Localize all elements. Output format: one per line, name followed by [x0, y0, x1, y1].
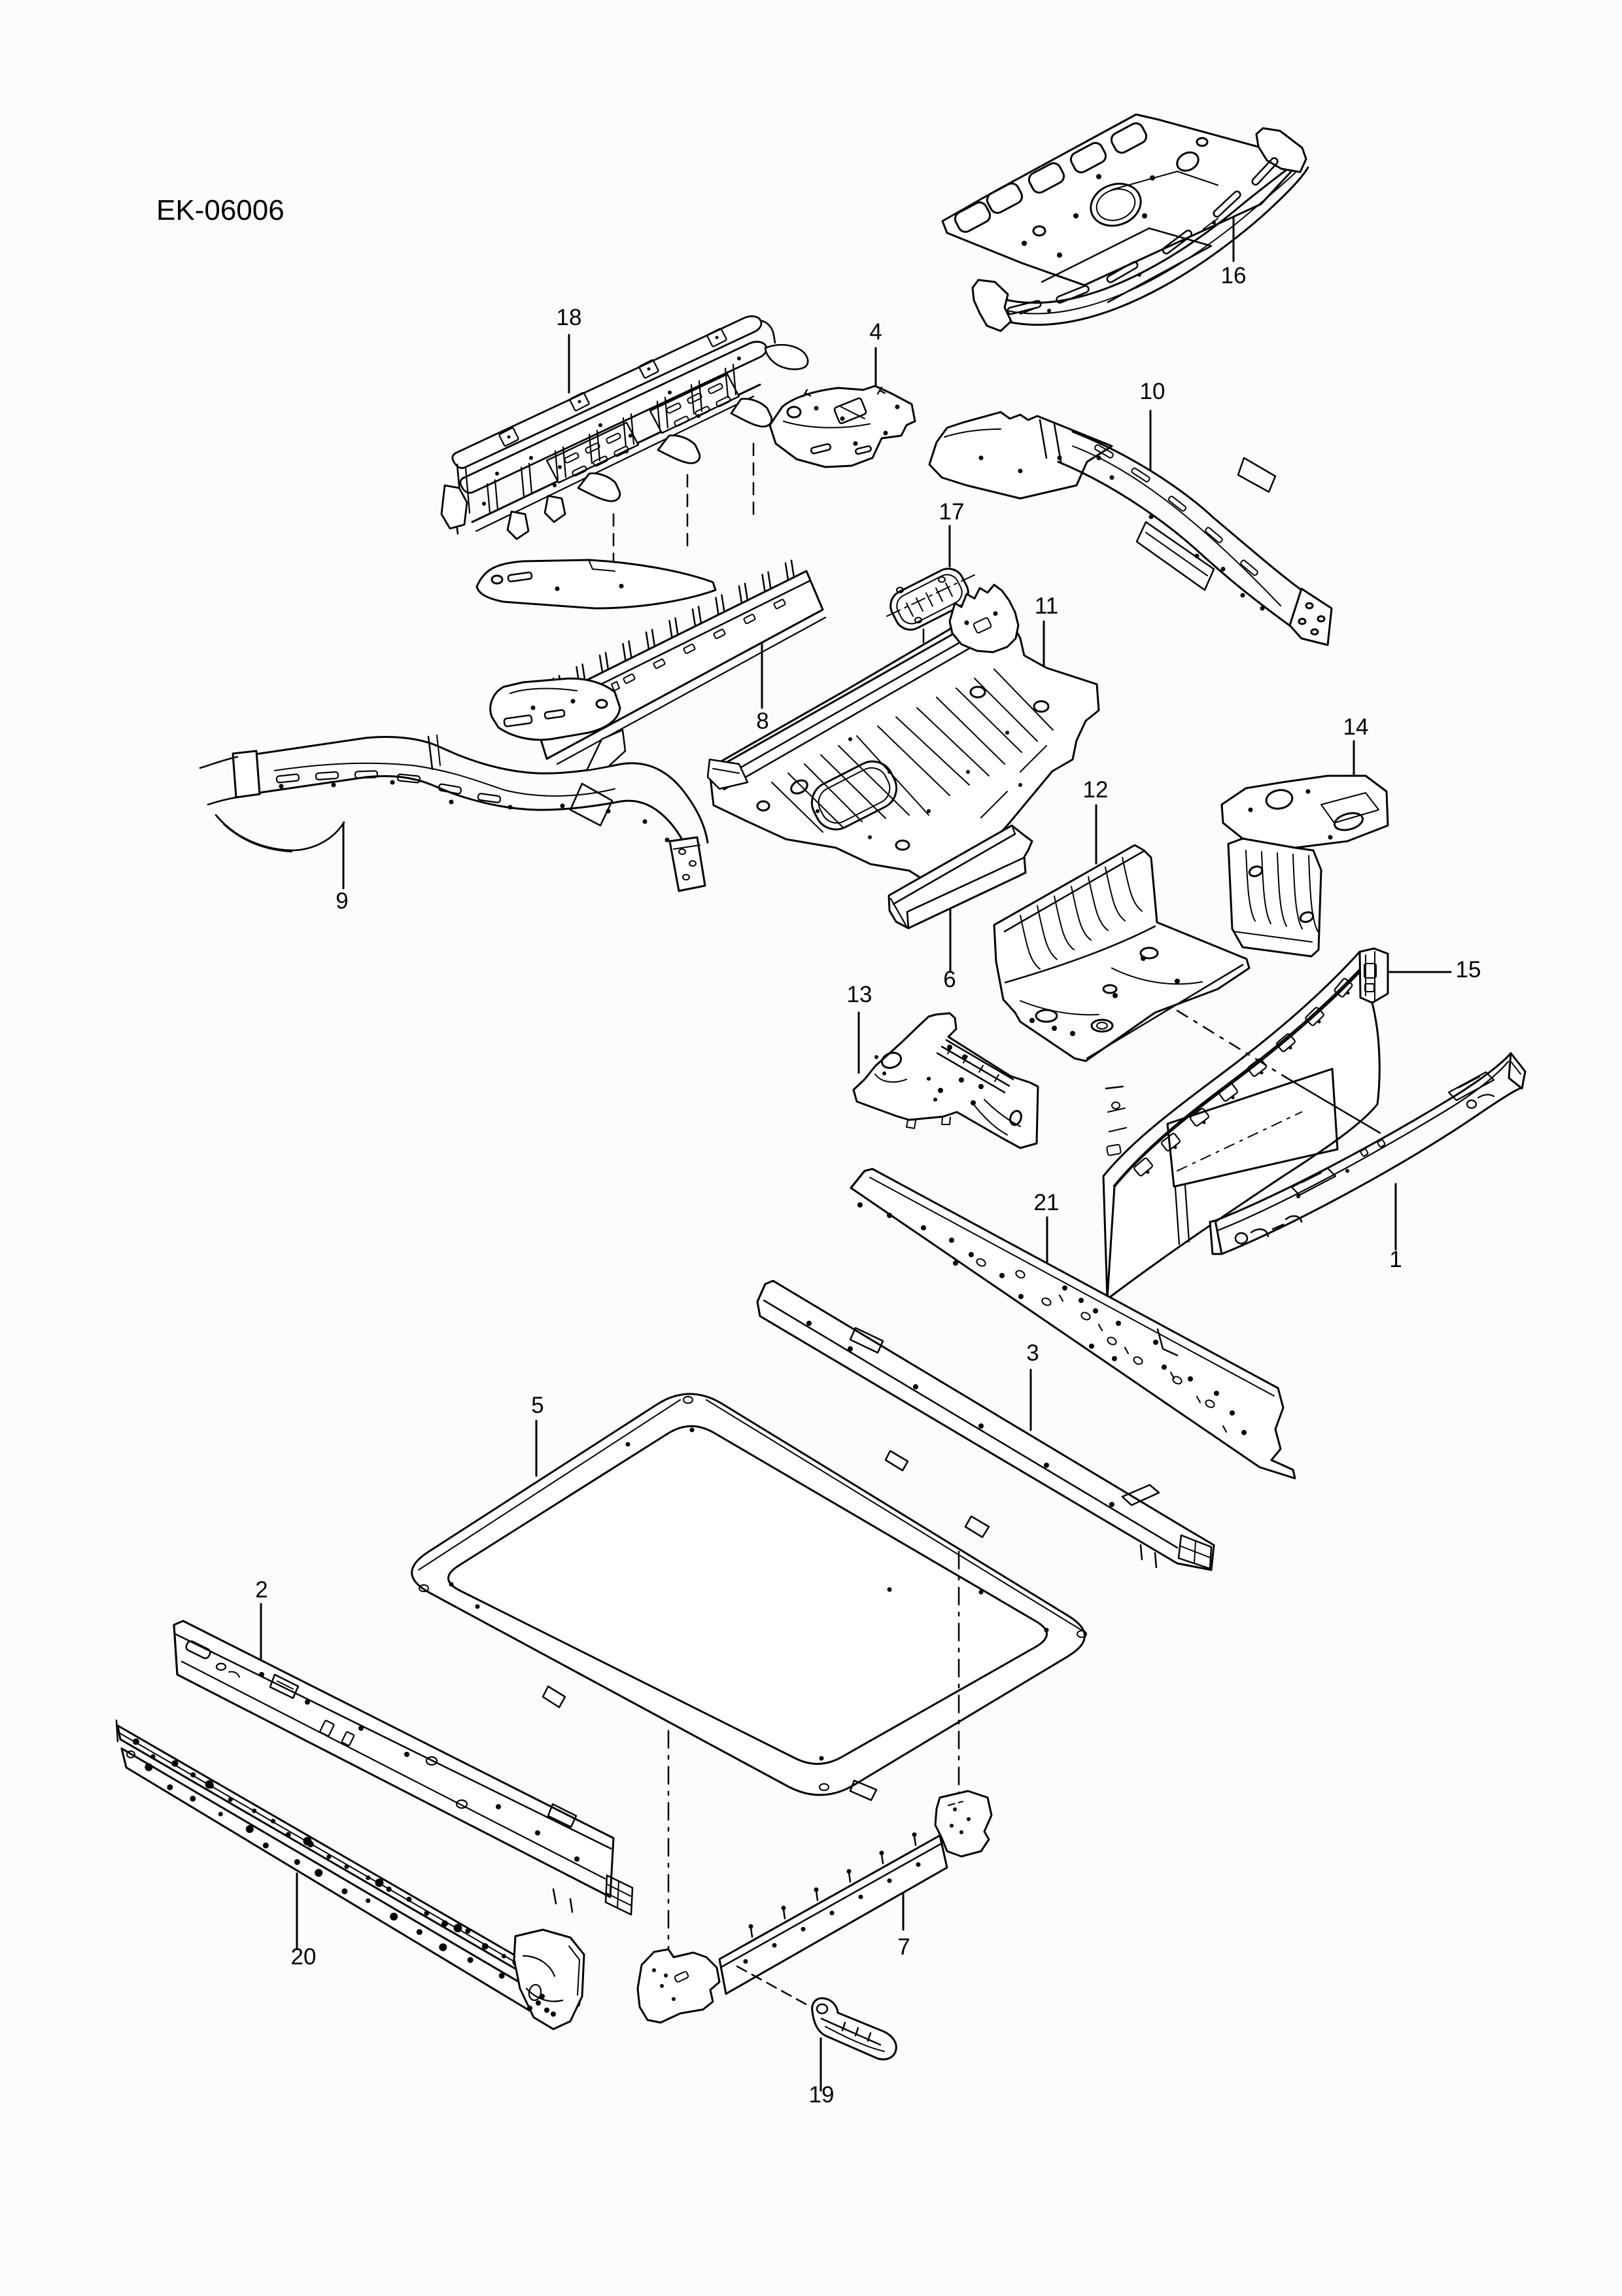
svg-text:5: 5: [531, 1393, 544, 1418]
svg-text:4: 4: [869, 319, 882, 345]
svg-text:11: 11: [1035, 593, 1058, 619]
svg-text:1: 1: [1389, 1247, 1402, 1272]
svg-text:EK-06006: EK-06006: [156, 194, 285, 226]
svg-text:10: 10: [1140, 379, 1165, 404]
svg-text:17: 17: [939, 499, 965, 525]
svg-text:2: 2: [255, 1577, 267, 1603]
svg-text:7: 7: [897, 1934, 910, 1960]
svg-text:12: 12: [1083, 777, 1109, 803]
svg-text:3: 3: [1026, 1340, 1039, 1366]
svg-text:15: 15: [1456, 957, 1481, 983]
svg-text:20: 20: [291, 1944, 317, 1970]
svg-text:14: 14: [1343, 714, 1369, 740]
svg-text:8: 8: [756, 708, 768, 734]
svg-text:16: 16: [1221, 263, 1247, 288]
svg-text:13: 13: [847, 982, 872, 1007]
svg-text:9: 9: [336, 888, 348, 914]
svg-text:6: 6: [943, 967, 956, 992]
svg-text:18: 18: [557, 305, 582, 330]
svg-text:21: 21: [1034, 1190, 1060, 1215]
